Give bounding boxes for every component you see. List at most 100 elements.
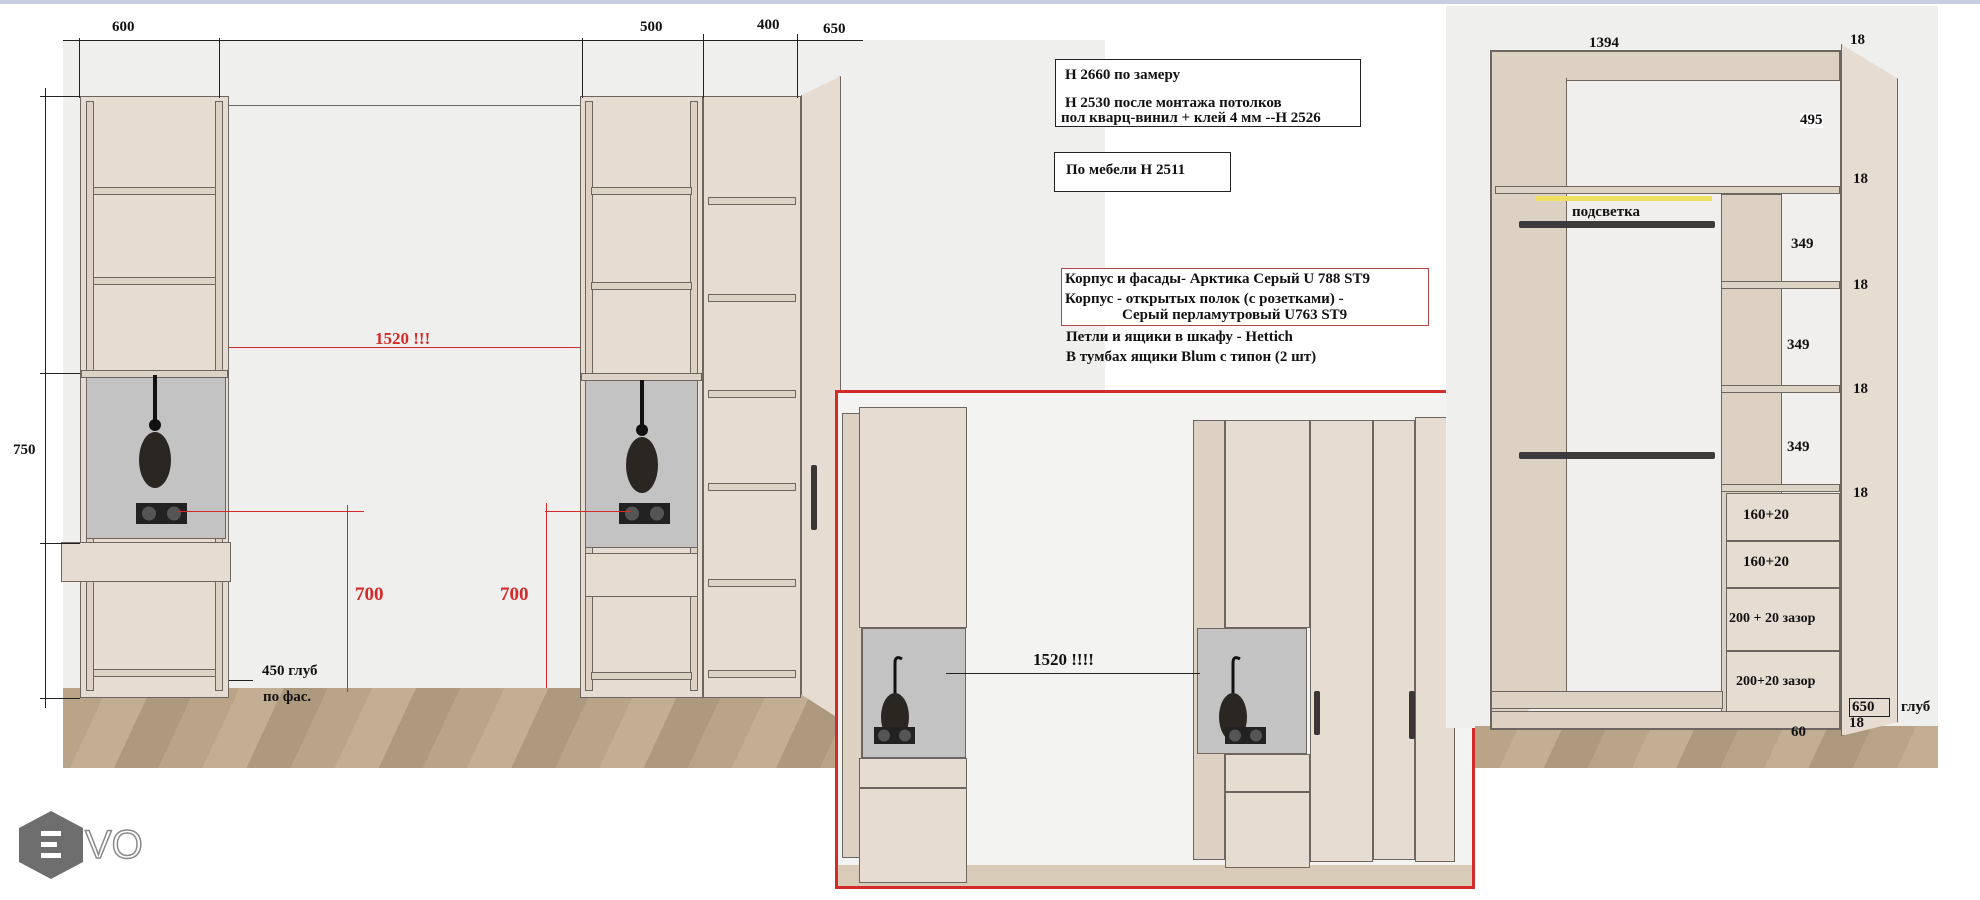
ceiling-line: [63, 40, 863, 41]
socket-height-line: [546, 503, 547, 688]
material-line: Корпус и фасады- Арктика Серый U 788 ST9: [1065, 271, 1371, 287]
drawer: [1726, 541, 1840, 588]
floor-note: пол кварц-винил + клей 4 мм --Н 2526: [1061, 110, 1321, 126]
left-floor: [63, 688, 835, 768]
shelf: [93, 277, 216, 285]
inset-gap-label: 1520 !!!!: [1033, 650, 1094, 669]
dim-tick: [40, 373, 80, 374]
right-floor: [1475, 726, 1938, 768]
hanging-rail: [1519, 452, 1715, 459]
dim-vertical: [45, 88, 46, 708]
material-line: Корпус - открытых полок (с розетками) -: [1065, 291, 1344, 307]
panel-thickness: 18: [1853, 485, 1868, 501]
hat-shelf: [1495, 186, 1840, 194]
shelf: [708, 483, 796, 491]
wall-back-line: [229, 105, 580, 106]
height-notes-box: Н 2660 по замеру Н 2530 после монтажа по…: [1055, 59, 1361, 127]
wardrobe-width: 1394: [1589, 35, 1619, 51]
dim-tick: [79, 38, 80, 98]
panel-thickness: 18: [1853, 381, 1868, 397]
dim-tick: [40, 543, 80, 544]
corner-wardrobe: [801, 76, 841, 720]
socket-height-left: 700: [355, 584, 384, 605]
bedside-drawer: [1225, 792, 1310, 868]
shelf-height: 349: [1787, 439, 1810, 455]
drawer: [1726, 588, 1840, 651]
shelf: [591, 282, 692, 290]
material-line: Серый перламутровый U763 ST9: [1122, 307, 1348, 323]
double-socket-icon: [1225, 727, 1266, 744]
drawer: [1726, 493, 1840, 541]
evo-logo: VO: [19, 811, 159, 879]
shelf: [1721, 385, 1840, 393]
dim-500: 500: [640, 19, 663, 35]
wardrobe-door: [1373, 420, 1415, 860]
shelf: [591, 672, 692, 680]
hinges-note: Петли и ящики в шкафу - Hettich: [1066, 329, 1293, 345]
drawer: [1726, 651, 1840, 714]
panel-thickness: 18: [1849, 715, 1864, 731]
panel-thickness: 18: [1853, 277, 1868, 293]
bedside-drawer: [859, 758, 967, 788]
socket-dim-line: [177, 511, 364, 512]
open-shelf-unit-400: [703, 96, 801, 698]
drawer-label: 160+20: [1743, 554, 1790, 570]
side-panel: [842, 413, 862, 858]
double-socket-icon: [136, 503, 187, 524]
plinth-height: 60: [1791, 724, 1806, 740]
dim-tick: [219, 38, 220, 98]
dim-tick: [40, 698, 80, 699]
double-socket-icon: [619, 503, 670, 524]
drawer: [585, 553, 698, 597]
bottom-panel: [1491, 691, 1723, 709]
panel-thickness: 18: [1853, 171, 1868, 187]
gap-dim-line: [229, 347, 580, 348]
wall-lamp-icon: [626, 380, 658, 493]
depth-note: по фас.: [263, 689, 312, 705]
panel-thickness: 18: [1850, 32, 1865, 48]
light-label: подсветка: [1572, 204, 1640, 220]
logo-text: VO: [84, 823, 143, 867]
dim-400: 400: [757, 17, 780, 33]
shelf: [708, 294, 796, 302]
shelf-height: 349: [1787, 337, 1810, 353]
shelf: [708, 390, 796, 398]
depth-label: 450 глуб: [262, 663, 318, 679]
depth-leader: [229, 680, 253, 681]
wardrobe-door: [1310, 420, 1373, 862]
shelf: [591, 187, 692, 195]
dim-tick: [40, 96, 80, 97]
height-after-ceiling: Н 2530 после монтажа потолков: [1065, 95, 1282, 111]
dim-600: 600: [112, 19, 135, 35]
plinth: [1491, 711, 1840, 729]
wardrobe-depth-unit: глуб: [1901, 699, 1931, 715]
double-socket-icon: [874, 727, 915, 744]
drawer-label: 200+20 зазор: [1736, 674, 1816, 689]
drawer-label: 160+20: [1743, 507, 1790, 523]
drawer-label: 200 + 20 зазор: [1729, 611, 1816, 626]
hanging-rail: [1519, 221, 1715, 228]
shelf: [708, 197, 796, 205]
height-measured: Н 2660 по замеру: [1065, 67, 1181, 83]
bedside-drawer: [859, 788, 967, 883]
materials-box: Корпус и фасады- Арктика Серый U 788 ST9…: [1061, 268, 1429, 326]
drawer: [61, 542, 231, 582]
dim-tick: [703, 34, 704, 98]
shelf: [1721, 484, 1840, 492]
blum-note: В тумбах ящики Blum с типон (2 шт): [1066, 349, 1317, 365]
shelf-height: 349: [1791, 236, 1814, 252]
wardrobe-carcass: [1490, 50, 1841, 730]
hexagon-logo-icon: [19, 811, 83, 879]
dim-750: 750: [13, 442, 36, 458]
shelf: [708, 579, 796, 587]
wall-lamp-icon: [139, 375, 171, 488]
gap-dim-line: [946, 673, 1200, 674]
dim-tick: [797, 34, 798, 98]
dim-tick: [582, 38, 583, 98]
socket-dim-line: [545, 511, 631, 512]
dim-650: 650: [823, 21, 846, 37]
furniture-height: По мебели Н 2511: [1066, 162, 1186, 178]
door-handle: [1314, 691, 1320, 735]
wardrobe-side: [1841, 44, 1898, 736]
left-panel: [1491, 51, 1567, 727]
